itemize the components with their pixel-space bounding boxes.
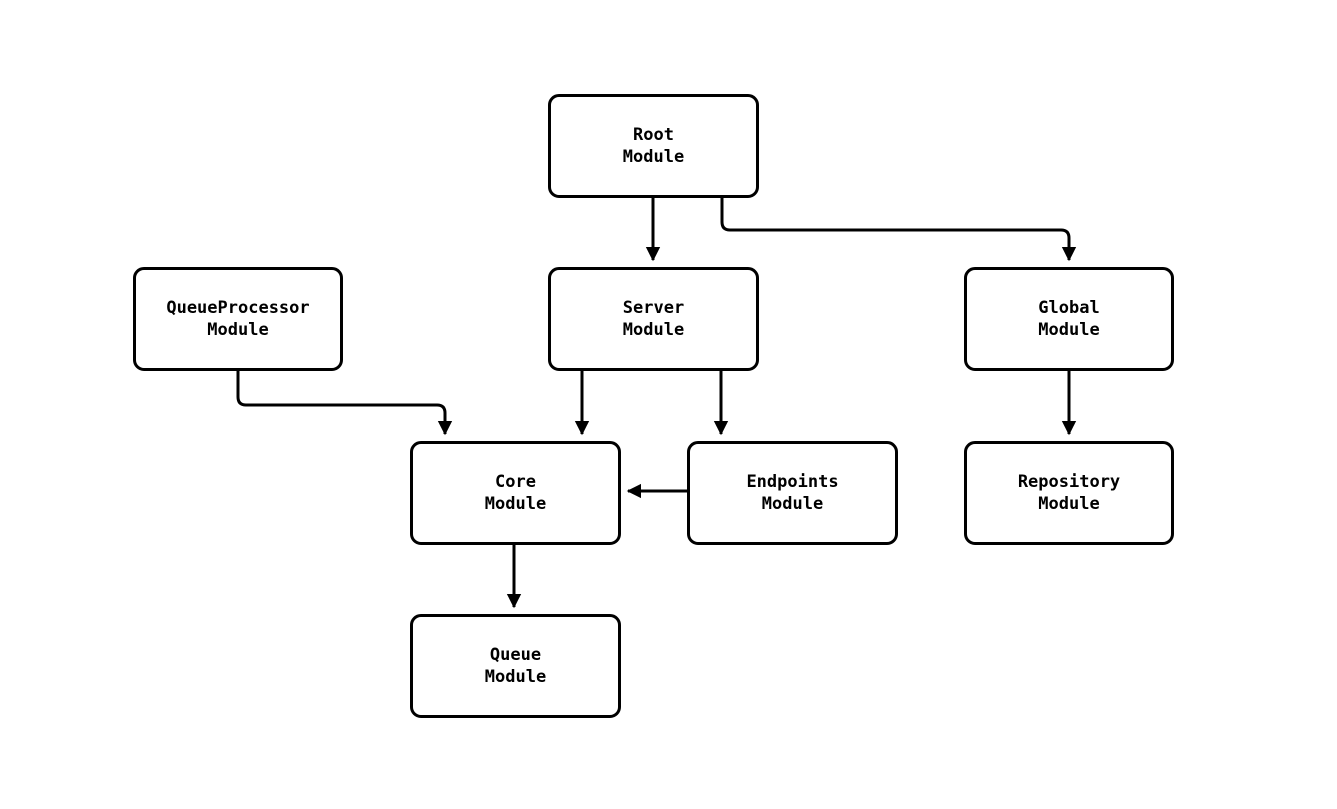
node-global-module-label: Global Module: [1038, 298, 1100, 340]
node-core-module-label: Core Module: [484, 472, 547, 514]
edge-queueprocessor-to-core: [236, 371, 453, 436]
node-queue-module[interactable]: Queue Module: [410, 614, 621, 718]
node-global-module[interactable]: Global Module: [964, 267, 1174, 371]
node-server-module-label: Server Module: [622, 298, 685, 340]
node-repository-module[interactable]: Repository Module: [964, 441, 1174, 545]
node-root-module[interactable]: Root Module: [548, 94, 759, 198]
node-queue-module-label: Queue Module: [484, 645, 547, 687]
node-endpoints-module[interactable]: Endpoints Module: [687, 441, 898, 545]
node-server-module[interactable]: Server Module: [548, 267, 759, 371]
node-queueprocessor-module[interactable]: QueueProcessor Module: [133, 267, 343, 371]
node-root-module-label: Root Module: [622, 125, 685, 167]
node-endpoints-module-label: Endpoints Module: [746, 472, 839, 514]
node-repository-module-label: Repository Module: [1017, 472, 1121, 514]
node-core-module[interactable]: Core Module: [410, 441, 621, 545]
node-queueprocessor-module-label: QueueProcessor Module: [166, 298, 310, 340]
edge-root-to-global: [720, 198, 1077, 262]
